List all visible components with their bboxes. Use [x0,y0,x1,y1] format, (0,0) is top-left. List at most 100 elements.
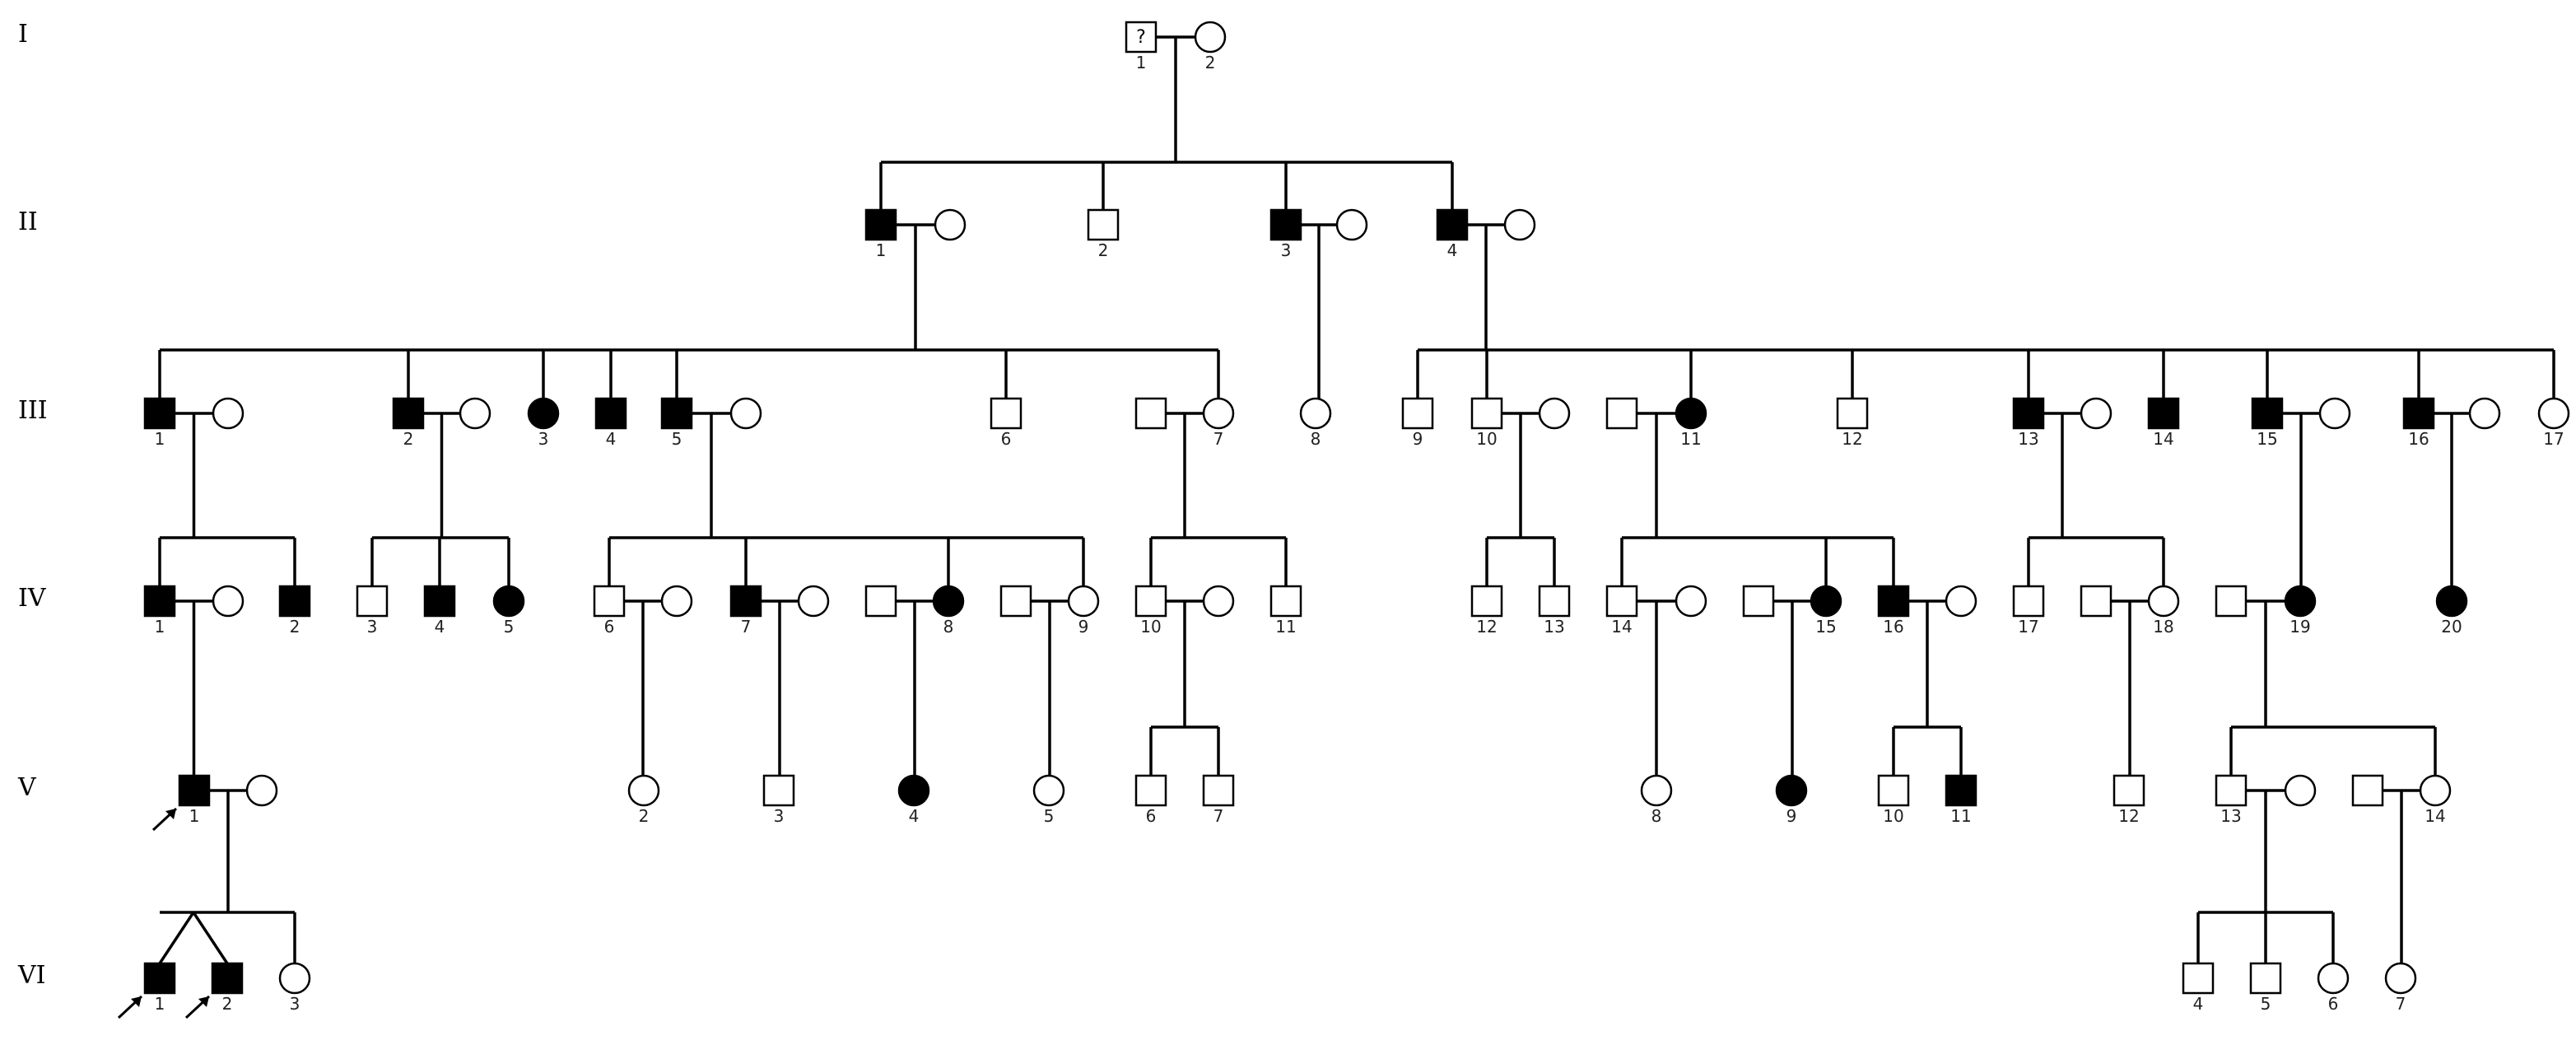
individual-v-1: 1 [178,774,211,826]
individual-iii-4: 4 [594,397,627,449]
male-symbol [1605,585,1638,618]
individual-number: 5 [672,429,682,449]
individual-number: 7 [1213,806,1224,826]
female-symbol [2147,585,2180,618]
female-symbol [1299,397,1332,430]
individual-number: 4 [2193,994,2204,1014]
individual-number: 19 [2290,617,2310,637]
individual-number: 14 [2425,806,2445,826]
individual-number: 5 [1044,806,1055,826]
individual-number: 20 [2441,617,2462,637]
individual-number: 11 [1950,806,1971,826]
female-symbol [2317,962,2350,995]
individual-iv-18s [2080,585,2113,618]
male-symbol [1877,774,1910,807]
individual-ii-3s [1335,208,1368,241]
individual-iv-3: 3 [356,585,389,637]
female-symbol [2384,962,2417,995]
female-symbol [2419,774,2452,807]
male-symbol [356,585,389,618]
female-symbol [1067,585,1100,618]
male-symbol [864,585,897,618]
male-symbol [1269,585,1302,618]
male-symbol [729,585,762,618]
individual-number: 2 [290,617,300,637]
individual-iii-10s [1538,397,1571,430]
individual-v-6: 6 [1134,774,1167,826]
female-symbol [1640,774,1673,807]
individual-ii-2: 2 [1087,208,1120,260]
individual-iv-5: 5 [492,585,525,637]
male-symbol [2012,585,2045,618]
individual-number: 12 [2118,806,2139,826]
individual-number: 1 [155,994,165,1014]
individual-vi-7: 7 [2384,962,2417,1014]
male-symbol [593,585,626,618]
individual-number: 14 [2153,429,2173,449]
individual-iv-19s [2215,585,2248,618]
male-symbol [423,585,456,618]
individual-vi-3: 3 [278,962,311,1014]
individual-v-13s [2284,774,2317,807]
individual-v-7: 7 [1202,774,1235,826]
individual-iv-4: 4 [423,585,456,637]
individual-iv-19: 19 [2284,585,2317,637]
individual-number: 9 [1078,617,1089,637]
female-symbol [1194,21,1227,54]
individual-iv-12: 12 [1470,585,1503,637]
individual-number: 4 [909,806,920,826]
generation-label-vi: VI [17,961,46,990]
male-symbol [2215,585,2248,618]
female-symbol [1675,585,1707,618]
individual-iii-9: 9 [1401,397,1434,449]
individual-iii-10: 10 [1470,397,1503,449]
female-symbol [934,208,967,241]
individual-number: 15 [2257,429,2277,449]
female-symbol [459,397,491,430]
male-symbol [1087,208,1120,241]
individual-vi-6: 6 [2317,962,2350,1014]
individual-number: 7 [2396,994,2406,1014]
female-symbol [212,397,245,430]
individual-iii-16s [2468,397,2501,430]
individual-number: 9 [1413,429,1423,449]
individual-ii-1s [934,208,967,241]
male-symbol [211,962,244,995]
female-symbol [1675,397,1707,430]
individual-iv-9s [999,585,1032,618]
individual-v-4: 4 [897,774,930,826]
individual-v-11: 11 [1945,774,1977,826]
individual-vi-5: 5 [2249,962,2282,1014]
female-symbol [660,585,693,618]
female-symbol [897,774,930,807]
individual-iii-2s [459,397,491,430]
male-symbol [392,397,425,430]
twin-line [158,912,195,964]
individual-number: 15 [1815,617,1836,637]
individual-number: 2 [1205,53,1216,72]
proband-arrow [117,995,143,1019]
male-symbol [1134,774,1167,807]
individual-iii-16: 16 [2402,397,2435,449]
male-symbol [178,774,211,807]
female-symbol [1538,397,1571,430]
individual-number: 3 [367,617,378,637]
generation-label-iv: IV [18,584,47,613]
individual-number: 3 [290,994,300,1014]
male-symbol [1202,774,1235,807]
individual-number: 8 [1651,806,1662,826]
female-symbol [2435,585,2468,618]
female-symbol [932,585,965,618]
individual-iv-1: 1 [143,585,176,637]
individual-number: 1 [1136,53,1147,72]
male-symbol [143,962,176,995]
individual-v-12: 12 [2113,774,2145,826]
individual-i-1: ?1 [1125,21,1158,72]
individual-number: 14 [1611,617,1632,637]
male-symbol [999,585,1032,618]
individual-iv-6s [660,585,693,618]
individual-number: 3 [774,806,785,826]
individual-iv-13: 13 [1538,585,1571,637]
